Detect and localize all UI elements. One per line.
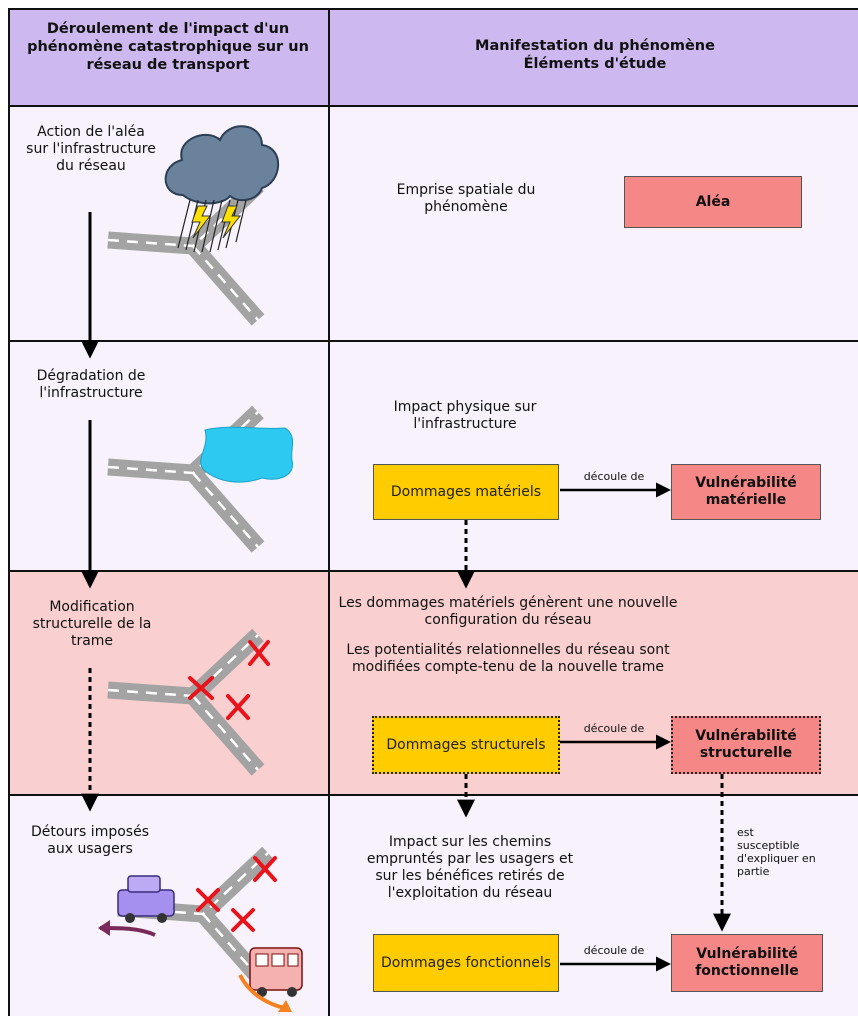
row4-arrow-label: découle de xyxy=(583,944,645,957)
detour-arrow-icon xyxy=(238,974,286,1010)
header-right-title-line1: Manifestation du phénomène xyxy=(475,38,715,54)
vulnerabilite-materielle-box: Vulnérabilité matérielle xyxy=(671,464,821,520)
column-divider xyxy=(328,8,330,1016)
detour-arrow-icon xyxy=(98,920,110,936)
flood-icon xyxy=(200,426,294,483)
car-icon xyxy=(117,875,175,923)
cross-icon xyxy=(188,640,270,720)
lightning-icon xyxy=(191,205,212,239)
detour-arrow-icon xyxy=(278,1000,292,1012)
row3-arrow-label: découle de xyxy=(583,722,645,735)
row4-left-label: Détours imposés aux usagers xyxy=(30,824,149,857)
row4-side-note: est susceptible d'expliquer en partie xyxy=(737,826,816,878)
row2-arrow-label: découle de xyxy=(583,470,645,483)
header-left-bg xyxy=(8,10,328,105)
row2-description: Impact physique sur l'infrastructure xyxy=(393,399,537,432)
header-right-title-line2: Éléments d'étude xyxy=(523,56,667,72)
row1-left-label: Action de l'aléa sur l'infrastructure du… xyxy=(26,124,156,174)
cross-icon xyxy=(196,856,277,932)
row3-description2: Les potentialités relationnelles du rése… xyxy=(346,642,670,675)
row1-description: Emprise spatiale du phénomène xyxy=(396,182,536,215)
header-left-title: Déroulement de l'impact d'un phénomène c… xyxy=(27,21,309,73)
dommages-fonctionnels-box: Dommages fonctionnels xyxy=(373,934,559,992)
row-divider xyxy=(8,570,858,572)
row4-description: Impact sur les chemins empruntés par les… xyxy=(366,834,574,901)
row2-left-label: Dégradation de l'infrastructure xyxy=(36,368,146,401)
table-border-left xyxy=(8,8,10,1016)
row2-bg xyxy=(8,342,858,570)
row3-left-label: Modification structurelle de la trame xyxy=(32,599,152,649)
bus-icon xyxy=(249,947,303,997)
vulnerabilite-structurelle-box: Vulnérabilité structurelle xyxy=(671,716,821,774)
header-right-bg xyxy=(330,10,858,105)
row-divider xyxy=(8,794,858,796)
row-divider xyxy=(8,105,858,107)
dommages-materiels-box: Dommages matériels xyxy=(373,464,559,520)
dommages-structurels-box: Dommages structurels xyxy=(372,716,560,774)
row3-description1: Les dommages matériels génèrent une nouv… xyxy=(338,595,678,628)
road-junction-icon xyxy=(108,185,258,320)
row-divider xyxy=(8,340,858,342)
vulnerabilite-fonctionnelle-box: Vulnérabilité fonctionnelle xyxy=(671,934,823,992)
table-border-top xyxy=(8,8,858,10)
alea-box: Aléa xyxy=(624,176,802,228)
storm-cloud-icon xyxy=(164,125,280,205)
lightning-icon xyxy=(221,205,242,239)
